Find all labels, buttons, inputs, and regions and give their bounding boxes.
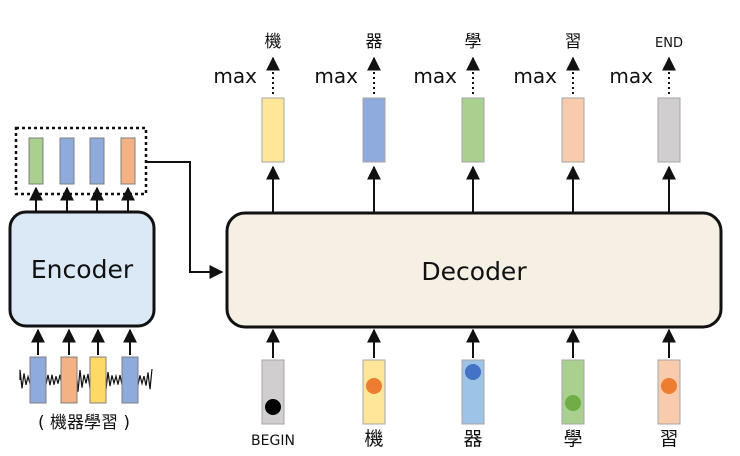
max-operation-label: max (609, 64, 653, 88)
decoder-output-token: 學 (465, 32, 482, 52)
decoder-input-dot (366, 378, 382, 394)
encoder-input-vector (60, 356, 78, 404)
encoder-output-vector (89, 137, 105, 185)
encoder-output-vectors (28, 137, 136, 185)
encoder-input-vectors (29, 356, 139, 404)
decoder-output-vector (461, 97, 485, 163)
decoder-output-token: END (655, 36, 683, 51)
decoder-input-token: 機 (364, 428, 383, 450)
decoder-block (225, 211, 723, 329)
decoder-input-dot (661, 378, 677, 394)
decoder-input-token: BEGIN (251, 433, 295, 449)
encoder-output-vector (28, 137, 44, 185)
decoder-output-vector (261, 97, 285, 163)
decoder-input-token: 學 (563, 428, 582, 450)
decoder-input-columns: BEGIN 機 器 學 習 (251, 328, 681, 450)
decoder-output-vector (362, 97, 386, 163)
encoder-output-vector (120, 137, 136, 185)
encoder-input-vector (121, 356, 139, 404)
encoder-output-vector (59, 137, 75, 185)
decoder-input-dot (565, 395, 581, 411)
encoder-block (8, 210, 156, 328)
decoder-output-token: 器 (366, 32, 383, 52)
decoder-input-dot (465, 364, 481, 380)
decoder-label: Decoder (421, 257, 527, 286)
decoder-input-dot (265, 399, 281, 415)
decoder-input-vector (561, 359, 585, 425)
encoder-input-vector (29, 356, 47, 404)
max-operation-label: max (513, 64, 557, 88)
encoder-input-caption: ( 機器學習 ) (38, 413, 130, 433)
encoder-input-arrows (31, 328, 137, 355)
decoder-output-token: 機 (265, 32, 282, 52)
max-operation-label: max (413, 64, 457, 88)
encoder-input-vector (89, 356, 107, 404)
encoder-to-decoder-connector (146, 161, 224, 279)
max-operation-label: max (314, 64, 358, 88)
decoder-input-token: 習 (659, 428, 678, 450)
max-operation-label: max (213, 64, 257, 88)
encoder-label: Encoder (31, 255, 134, 284)
decoder-input-token: 器 (463, 428, 482, 450)
decoder-output-vector (561, 97, 585, 163)
decoder-output-vector (657, 97, 681, 163)
decoder-output-token: 習 (565, 32, 582, 52)
encoder-output-arrows (29, 186, 135, 212)
